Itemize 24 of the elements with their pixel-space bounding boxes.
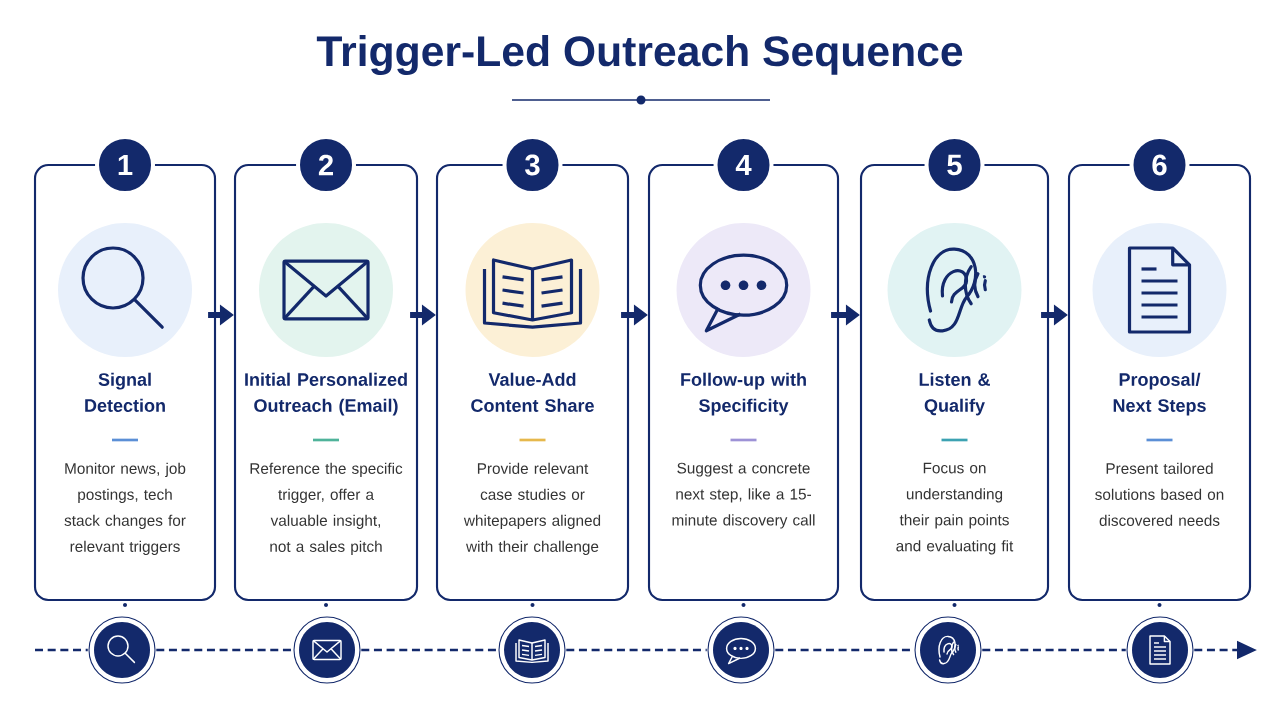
step-description: Present tailored solutions based on discovered needs xyxy=(1095,462,1224,526)
timeline-line xyxy=(566,648,707,652)
step-title: Listen & Qualify xyxy=(919,372,990,416)
step-number-badge: 2 xyxy=(296,135,356,195)
step-number-badge: 4 xyxy=(713,135,774,195)
step-description: Suggest a concrete next step, like a 15-minute discovery call xyxy=(672,462,815,529)
step-description: Reference the specific trigger, offer a valuable insight, not a sales pitch xyxy=(250,462,403,555)
step-number-badge: 6 xyxy=(1129,135,1190,195)
timeline-line xyxy=(361,648,498,652)
timeline-line xyxy=(156,648,293,652)
step-title: Initial Personalized Outreach (Email) xyxy=(245,372,407,416)
step-number-badge: 1 xyxy=(95,135,155,195)
step-title: Proposal/ Next Steps xyxy=(1113,372,1206,416)
step-title: Signal Detection xyxy=(85,372,165,412)
step-description: Monitor news, job postings, tech stack changes for relevant triggers xyxy=(64,462,186,555)
step-number-badge: 3 xyxy=(502,135,563,195)
step-description: Provide relevant case studies or whitepapers aligned with their challenge xyxy=(463,462,601,555)
step-title: Follow-up with Specificity xyxy=(681,372,806,416)
step-description: Focus on understanding their pain points and evaluating fit xyxy=(896,462,1014,555)
step-title: Value-Add Content Share xyxy=(471,372,594,412)
title: Trigger-Led Outreach Sequence xyxy=(316,35,963,75)
timeline-line xyxy=(982,648,1126,652)
step-number-badge: 5 xyxy=(924,135,985,195)
timeline-line xyxy=(35,648,88,652)
